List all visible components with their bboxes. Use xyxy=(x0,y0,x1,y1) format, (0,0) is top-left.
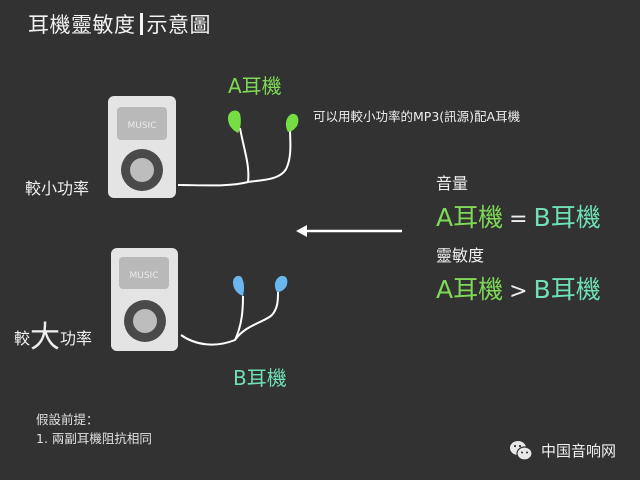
volume-equation: A耳機=B耳機 xyxy=(436,198,601,234)
mp3-player-small-power xyxy=(108,96,176,198)
large-power-prefix: 較 xyxy=(14,329,31,348)
brand-watermark: 中国音响网 xyxy=(509,440,616,466)
sensitivity-operator: > xyxy=(509,279,528,304)
wechat-icon xyxy=(509,440,533,466)
volume-right: B耳機 xyxy=(533,203,601,232)
assumption-heading: 假設前提： xyxy=(36,412,99,427)
assumption-block: 假設前提： 1. 兩副耳機阻抗相同 xyxy=(36,410,152,448)
sensitivity-right: B耳機 xyxy=(533,275,601,304)
volume-left: A耳機 xyxy=(436,203,504,232)
sensitivity-heading: 靈敏度 xyxy=(436,246,485,265)
title-divider xyxy=(139,13,143,35)
note-text: 可以用較小功率的MP3(訊源)配A耳機 xyxy=(313,109,521,124)
sensitivity-equation: A耳機>B耳機 xyxy=(436,270,601,306)
large-power-label: 較大功率 xyxy=(14,312,92,356)
large-power-emphasis: 大 xyxy=(30,320,61,355)
page-title: 耳機靈敏度示意圖 xyxy=(28,9,211,39)
mp3-player-large-power xyxy=(111,248,178,351)
earphone-b-label: B耳機 xyxy=(233,366,287,390)
earphone-a xyxy=(177,110,299,187)
screen-label-top: MUSIC xyxy=(127,121,157,131)
title-main: 耳機靈敏度 xyxy=(28,13,136,37)
volume-operator: = xyxy=(509,207,528,232)
comparison-block: 音量 A耳機=B耳機 靈敏度 A耳機>B耳機 xyxy=(436,170,601,314)
sensitivity-left: A耳機 xyxy=(436,275,504,304)
arrow-left-icon xyxy=(296,225,402,237)
title-sub: 示意圖 xyxy=(146,13,211,37)
volume-heading: 音量 xyxy=(436,174,469,193)
large-power-suffix: 功率 xyxy=(60,329,93,348)
earphone-b xyxy=(180,275,288,346)
assumption-item: 1. 兩副耳機阻抗相同 xyxy=(36,431,152,446)
brand-name: 中国音响网 xyxy=(541,442,617,460)
earphone-a-label: A耳機 xyxy=(228,74,282,98)
small-power-label: 較小功率 xyxy=(25,179,90,198)
screen-label-bottom: MUSIC xyxy=(129,271,159,281)
